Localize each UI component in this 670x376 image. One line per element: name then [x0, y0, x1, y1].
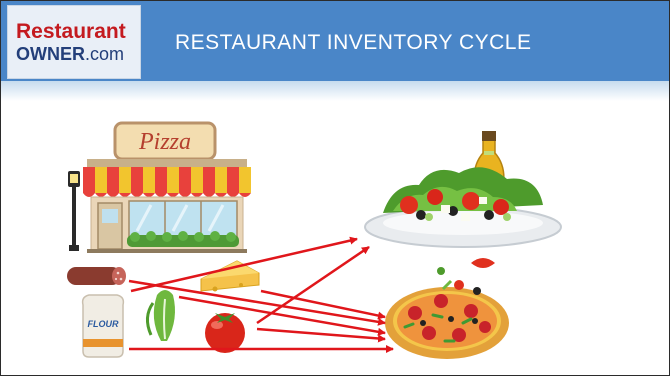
arrow-tomato-to-pizza — [256, 327, 386, 343]
lamp-post-icon — [68, 171, 80, 251]
pizza-illustration — [385, 258, 509, 359]
awning — [83, 167, 251, 197]
pizza-shop-illustration: Pizza — [68, 121, 251, 253]
arrow-salami-to-salad — [130, 236, 358, 293]
logo-dotcom: .com — [85, 44, 125, 64]
tomato-icon — [205, 313, 245, 353]
logo-owner: OWNER — [16, 44, 85, 64]
arrow-salami-to-pizza — [128, 279, 386, 326]
logo-text-restaurant: Restaurant — [16, 20, 126, 43]
restaurant-owner-logo[interactable]: Restaurant OWNER.com — [7, 5, 141, 79]
logo-text-owner: OWNER.com — [16, 44, 124, 65]
arrow-cheese-to-pizza — [260, 289, 386, 320]
arrow-lettuce-to-pizza — [178, 295, 386, 336]
cheese-icon — [200, 260, 260, 292]
salad-plate-illustration — [364, 131, 562, 248]
header-fade — [1, 81, 669, 101]
arrow-tomato-to-salad — [256, 245, 370, 325]
slide-title: RESTAURANT INVENTORY CYCLE — [175, 31, 532, 54]
flow-arrows — [128, 236, 394, 353]
shop-sign-text: Pizza — [138, 129, 191, 155]
flour-label: FLOUR — [88, 319, 119, 329]
flour-bag-icon: FLOUR — [81, 294, 125, 358]
lettuce-icon — [146, 290, 175, 341]
salami-icon — [67, 267, 126, 285]
